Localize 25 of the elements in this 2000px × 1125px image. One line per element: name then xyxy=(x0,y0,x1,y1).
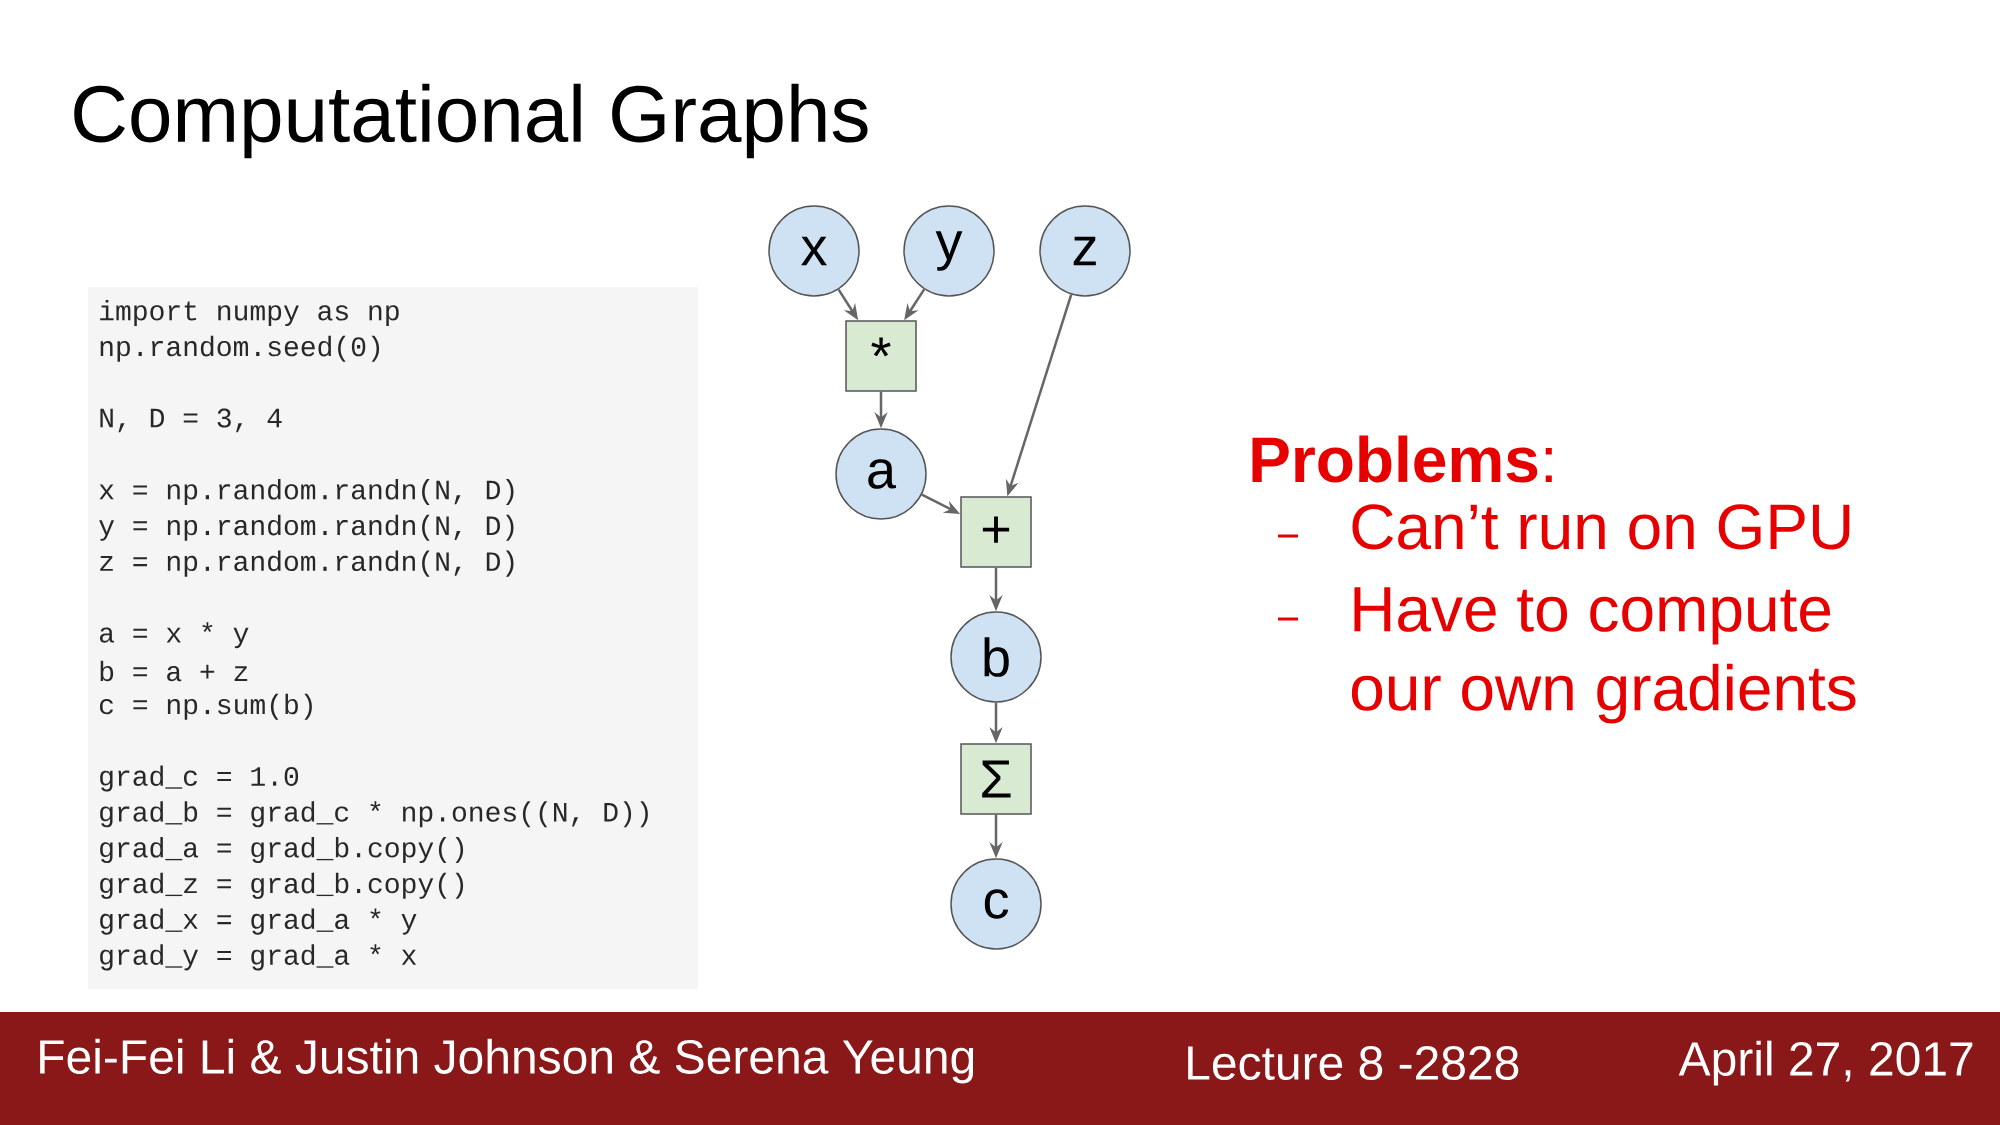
code-line: grad_c = 1.0 xyxy=(100,765,299,792)
problem-item: Have to compute our own gradients xyxy=(1351,587,1856,724)
problems-heading: Problems: xyxy=(1252,435,1552,483)
code-line: N, D = 3, 4 xyxy=(100,408,282,433)
code-line: grad_y = grad_a * x xyxy=(100,944,417,971)
code-line: np.random.seed(0) xyxy=(100,335,380,362)
code-line: grad_a = grad_b.copy() xyxy=(100,836,464,864)
slide-title: Computational Graphs xyxy=(74,83,868,159)
code-line: c = np.sum(b) xyxy=(99,693,312,720)
code-line: grad_x = grad_a * y xyxy=(100,908,417,935)
operation-box: Σ xyxy=(960,743,1032,815)
footer-text: Fei-Fei Li & Justin Johnson & Serena Yeung xyxy=(40,1038,974,1084)
code-line: grad_z = grad_b.copy() xyxy=(100,872,464,899)
code-line: z = np.random.randn(N, D) xyxy=(100,550,514,577)
footer-text: Lecture 8 -2828 xyxy=(1188,1046,1519,1080)
code-line: a = x * y xyxy=(99,622,249,649)
code-line: grad_b = grad_c * np.ones((N, D)) xyxy=(100,801,648,828)
operation-box: * xyxy=(845,320,917,392)
code-line: b = a + z xyxy=(100,660,248,682)
operation-box: + xyxy=(960,496,1032,568)
code-line: y = np.random.randn(N, D) xyxy=(99,514,514,541)
footer-text: April 27, 2017 xyxy=(1678,1040,1973,1086)
code-line: import numpy as np xyxy=(100,299,399,327)
code-line: x = np.random.randn(N, D) xyxy=(99,478,514,506)
problem-item: Can’t run on GPU xyxy=(1352,504,1850,550)
